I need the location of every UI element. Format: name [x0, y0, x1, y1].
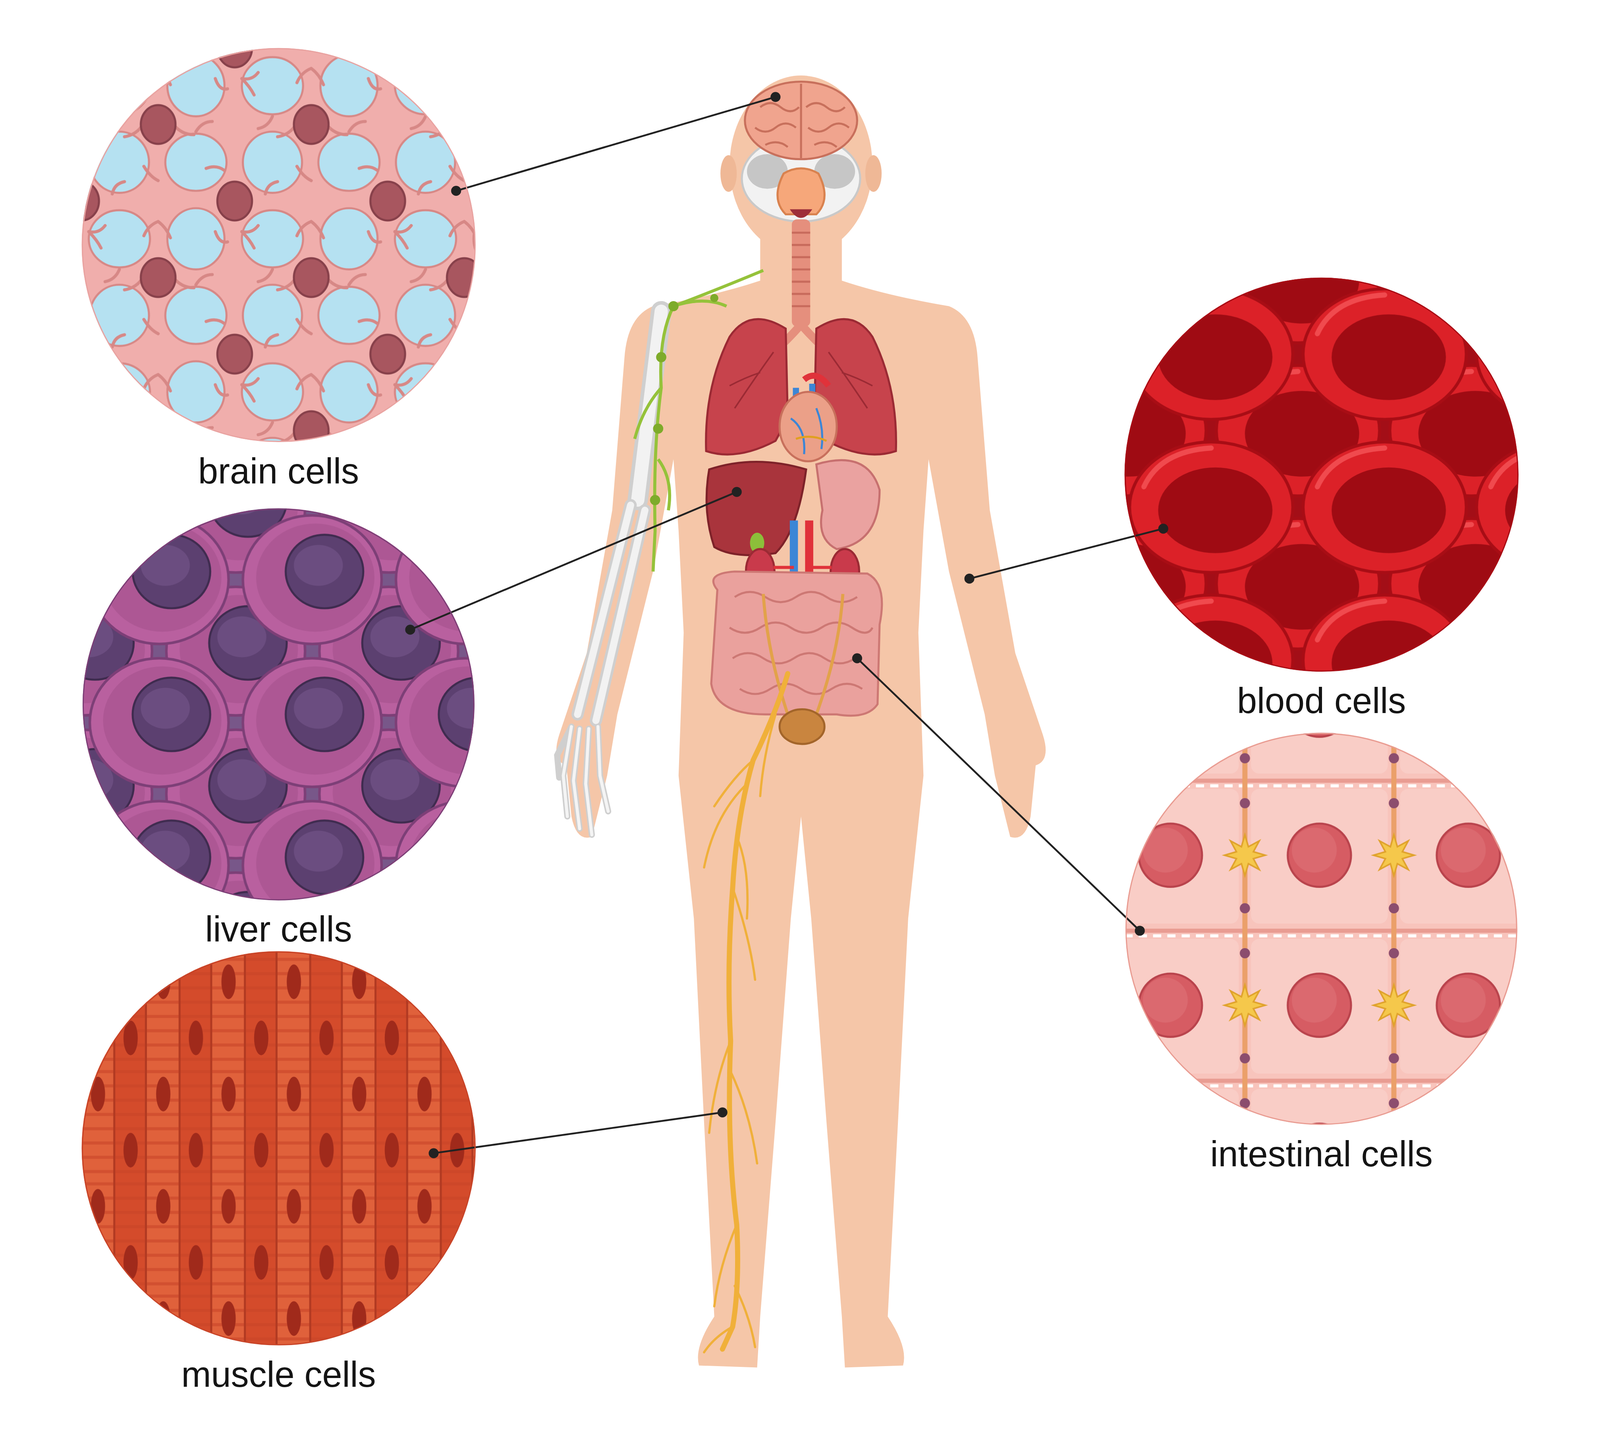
cell-sample-circle: muscle cells [81, 951, 476, 1395]
leader-line [406, 92, 1168, 1158]
leader-line [965, 574, 974, 583]
abdominal-organs [816, 459, 880, 549]
sciatic-nerve [722, 673, 788, 1350]
cell-sample-art [82, 507, 475, 900]
leader-line [771, 92, 780, 102]
trachea [791, 219, 811, 327]
skeleton-arm [577, 505, 645, 721]
skull-and-brain [777, 168, 825, 215]
skeleton-arm [577, 505, 645, 721]
body-silhouette [865, 155, 882, 192]
label-holder: brain cells [77, 450, 480, 493]
body-silhouette [556, 75, 1046, 1367]
sciatic-nerve [704, 673, 788, 1352]
label-holder: liver cells [78, 908, 479, 950]
leader-line [406, 625, 415, 634]
abdominal-organs [773, 565, 832, 570]
cell-circle-outline [1124, 277, 1519, 672]
abdominal-organs [711, 571, 883, 716]
leader-line [732, 487, 742, 497]
skeleton-arm [557, 726, 608, 835]
skull-and-brain [754, 83, 849, 159]
sciatic-nerve [704, 714, 776, 1352]
leader-line [456, 96, 776, 191]
cell-type-label: muscle cells [77, 1353, 480, 1396]
cell-circle-outline [82, 508, 475, 901]
abdominal-organs [729, 591, 873, 694]
skull-and-brain [744, 81, 858, 160]
abdominal-organs [706, 459, 883, 744]
leader-line [433, 1111, 723, 1153]
heart [804, 375, 829, 386]
body-silhouette [556, 234, 1046, 1368]
cell-sample-art [1125, 732, 1518, 1125]
skeleton-arm [563, 726, 608, 835]
body-silhouette [720, 155, 737, 192]
abdominal-organs [763, 593, 843, 715]
cell-type-label: blood cells [1120, 680, 1523, 722]
skull-and-brain [789, 209, 813, 219]
abdominal-organs [779, 709, 825, 744]
heart [795, 436, 827, 441]
cell-circle-outline [1126, 733, 1518, 1124]
heart [779, 391, 837, 462]
lymph-vessels [652, 423, 664, 434]
leader-line [451, 186, 461, 195]
cell-sample-art [81, 48, 476, 442]
label-holder: blood cells [1120, 680, 1523, 722]
leader-line [1159, 524, 1168, 533]
skull-and-brain [741, 81, 861, 222]
trachea [791, 232, 811, 307]
label-holder: muscle cells [77, 1353, 480, 1396]
cell-sample-circle: brain cells [81, 48, 476, 492]
cell-circle-outline [81, 48, 476, 442]
cell-circle-outline [82, 951, 475, 1345]
lymph-vessels [710, 293, 719, 303]
leader-line [969, 528, 1164, 579]
heart [779, 375, 837, 462]
cell-type-label: intestinal cells [1121, 1133, 1522, 1175]
cell-sample-art [81, 950, 476, 1345]
cell-type-label: liver cells [78, 908, 479, 950]
leader-line [1135, 926, 1145, 935]
leader-line [718, 1107, 727, 1117]
cell-sample-circle: liver cells [82, 508, 475, 950]
leader-line [429, 1148, 439, 1158]
label-holder: intestinal cells [1121, 1133, 1522, 1175]
skeleton-arm [557, 311, 662, 835]
leader-line [856, 658, 1140, 931]
leader-line [853, 654, 862, 663]
lymph-vessels [656, 351, 667, 363]
cell-circle-outline [83, 508, 475, 900]
cell-sample-art [1124, 277, 1519, 672]
lymph-vessels [650, 494, 661, 506]
cell-circle-outline [82, 48, 475, 442]
cell-type-label: brain cells [77, 450, 480, 493]
lymph-vessels [668, 301, 679, 312]
heart [790, 408, 823, 455]
leader-line [410, 491, 737, 630]
cell-sample-circle: blood cells [1124, 277, 1519, 722]
lungs [706, 318, 788, 455]
cell-circle-outline [81, 951, 476, 1346]
cell-circle-outline [1125, 732, 1518, 1125]
cell-circle-outline [1125, 277, 1518, 671]
cell-sample-circle: intestinal cells [1125, 732, 1518, 1175]
